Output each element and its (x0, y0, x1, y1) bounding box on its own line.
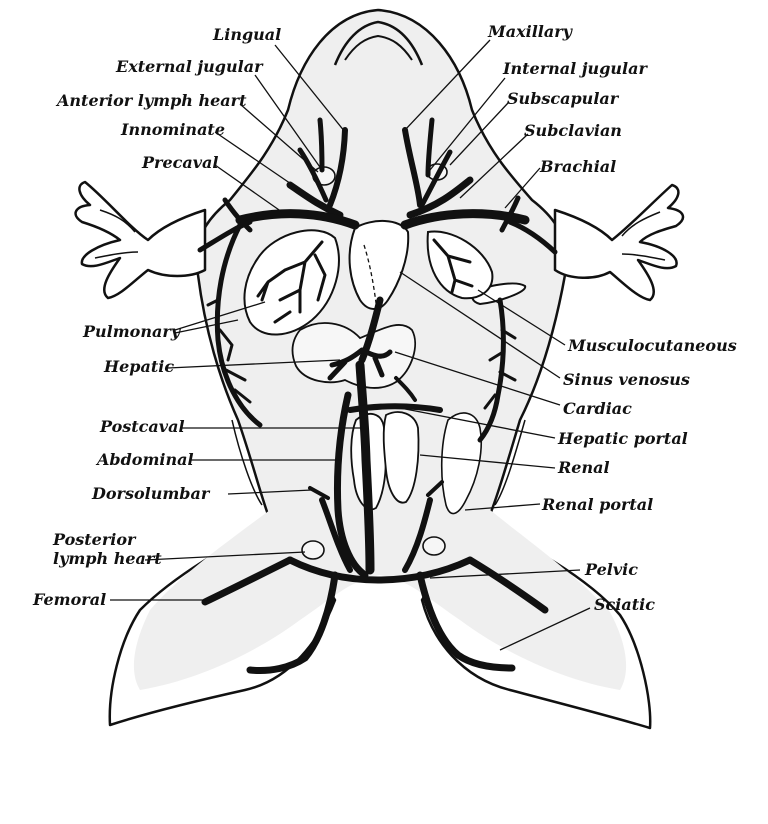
label-abdominal: Abdominal (95, 450, 194, 469)
label-hepatic-portal: Hepatic portal (557, 429, 688, 448)
leader-subclavian (459, 133, 529, 199)
leader-pelvic (429, 569, 581, 579)
label-dorsolumbar: Dorsolumbar (91, 484, 211, 503)
label-pulmonary: Pulmonary (82, 322, 182, 341)
leader-hepatic-portal (399, 407, 556, 439)
precaval-left (235, 209, 360, 230)
musculocutaneous-left-branches (206, 298, 257, 422)
brachial-right (499, 195, 558, 255)
left-foot-detail (94, 209, 139, 259)
lingual-vein (327, 127, 348, 208)
cardiac-vein (394, 376, 417, 402)
label-cardiac: Cardiac (563, 399, 632, 418)
femoral-left (201, 556, 294, 606)
leader-pulmonary-a (174, 301, 266, 331)
renal-portal-right (402, 497, 433, 573)
postcaval (355, 360, 375, 575)
leader-subscapular (449, 102, 509, 166)
veins (197, 117, 558, 674)
label-sciatic: Sciatic (594, 595, 655, 614)
maxillary-vein (402, 127, 423, 208)
snout-inner (344, 34, 413, 61)
intestine (440, 412, 483, 515)
label-brachial: Brachial (539, 157, 616, 176)
label-musculocutaneous: Musculocutaneous (567, 336, 737, 355)
label-innominate: Innominate (120, 120, 225, 139)
label-renal-portal: Renal portal (541, 495, 653, 514)
label-renal: Renal (557, 458, 610, 477)
leader-innominate (214, 131, 301, 191)
musculocutaneous-right-branches (483, 328, 517, 410)
leader-lingual (274, 44, 346, 133)
leader-pulmonary-b (174, 319, 239, 334)
snout (333, 20, 424, 66)
organs (243, 163, 494, 560)
abdominal-vein (333, 391, 369, 579)
left-flank-line (231, 419, 263, 506)
label-subscapular: Subscapular (507, 89, 620, 108)
leader-sciatic (499, 607, 591, 651)
label-subclavian: Subclavian (524, 121, 622, 140)
right-forelimb (553, 183, 685, 302)
leader-internal-jugular (429, 77, 506, 171)
femoral-right (466, 556, 549, 614)
heart (348, 220, 410, 310)
left-forelimb (74, 180, 207, 300)
label-postcaval: Postcaval (99, 417, 185, 436)
labels: Lingual Maxillary External jugular Inter… (32, 22, 737, 614)
leader-maxillary (404, 39, 491, 131)
leader-hepatic (167, 359, 341, 369)
innominate-right (406, 176, 474, 219)
innominate-left (286, 181, 344, 219)
leader-dorsolumbar (227, 489, 313, 495)
leader-lines (110, 39, 591, 651)
label-posterior-lymph-heart-line2: lymph heart (53, 549, 162, 568)
renal-portal-left (319, 497, 353, 573)
pelvic-vein (286, 556, 474, 584)
right-kidney (382, 411, 420, 504)
dorsolumbar (308, 480, 444, 500)
label-anterior-lymph-heart: Anterior lymph heart (55, 91, 247, 110)
right-foot-detail (621, 211, 666, 261)
label-internal-jugular: Internal jugular (502, 59, 648, 78)
leader-cardiac (394, 351, 561, 406)
hepatic-portal (347, 403, 443, 413)
sciatic-right (416, 571, 516, 672)
label-hepatic: Hepatic (103, 357, 174, 376)
label-pelvic: Pelvic (584, 560, 638, 579)
brachial-left (197, 197, 253, 253)
label-femoral: Femoral (32, 590, 106, 609)
leader-external-jugular (254, 74, 323, 171)
leader-posterior-lymph-heart (144, 551, 306, 561)
leader-anterior-lymph-heart (239, 103, 319, 173)
right-flank-line (494, 419, 526, 506)
posterior-lymph-heart-left (301, 540, 325, 560)
hepatic-veins (327, 347, 393, 381)
label-external-jugular: External jugular (115, 57, 264, 76)
leader-musculocutaneous (477, 289, 566, 346)
leader-renal-portal (464, 503, 541, 511)
leader-renal (419, 454, 556, 469)
label-precaval: Precaval (141, 153, 219, 172)
label-maxillary: Maxillary (487, 22, 574, 41)
musculocutaneous-right (477, 297, 506, 443)
leader-brachial (504, 167, 541, 209)
internal-jugular-right (419, 117, 453, 208)
leader-precaval (214, 164, 283, 213)
sinus-venosus (358, 296, 384, 364)
posterior-lymph-heart-right (422, 536, 446, 556)
heart-dashed (363, 244, 379, 319)
right-lung (426, 230, 494, 300)
label-lingual: Lingual (212, 25, 281, 44)
sciatic-left (246, 571, 339, 674)
pulmonary-network (256, 238, 474, 324)
label-posterior-lymph-heart-line1: Posterior (52, 530, 137, 549)
label-sinus-venosus: Sinus venosus (563, 370, 690, 389)
leader-sinus-venosus (399, 271, 561, 379)
external-jugular-left (297, 117, 329, 203)
